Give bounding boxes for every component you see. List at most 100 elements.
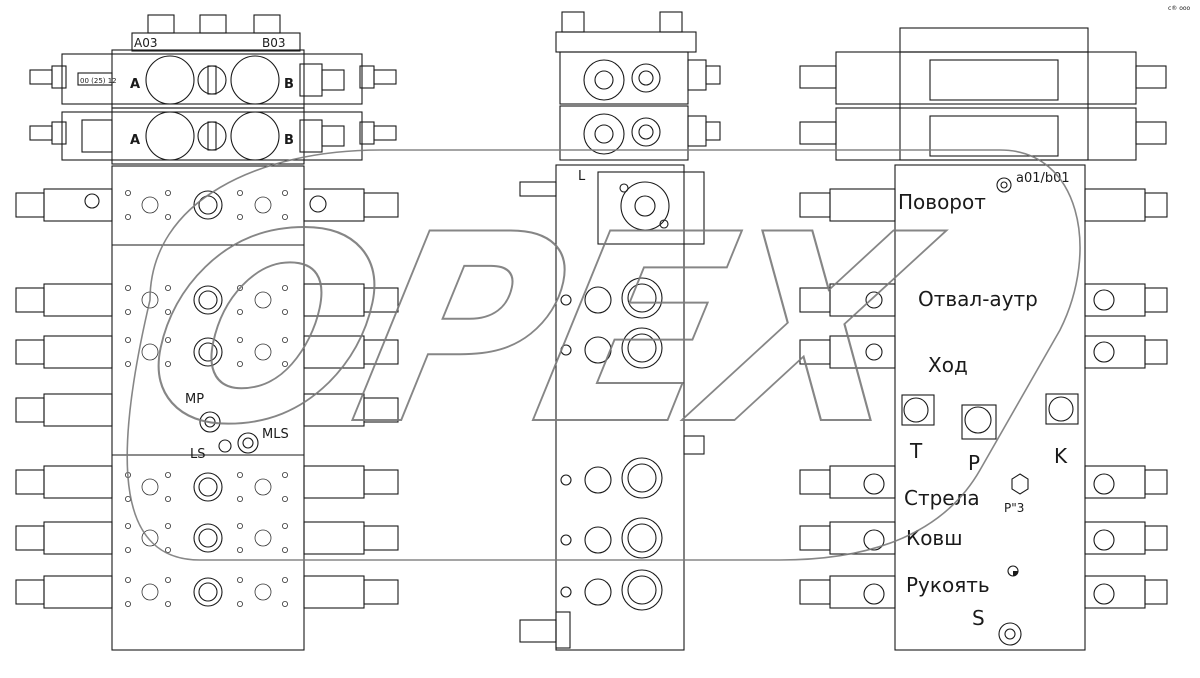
stub-right-end (363, 192, 399, 218)
bolt-hole (125, 360, 132, 367)
tag-a03: A03 (134, 36, 157, 50)
section-label: Поворот (898, 190, 986, 214)
section-label: Ход (928, 353, 968, 377)
stub-right-end (363, 469, 399, 495)
bolt-hole (164, 213, 171, 220)
side-bore-inner (627, 523, 657, 553)
bolt-hole (236, 547, 243, 554)
side-plug (560, 586, 572, 598)
bolt-hole (236, 336, 243, 343)
rear-stub-left (829, 335, 896, 369)
rear-stub-right-end (1144, 192, 1168, 218)
port-p-label: P (968, 451, 980, 475)
side-bottom-fitting (519, 619, 557, 643)
bolt-hole (281, 601, 288, 608)
bolt-hole (281, 284, 288, 291)
section-label: Ковш (906, 526, 963, 550)
bolt-hole (281, 471, 288, 478)
port-mls-fitting (237, 432, 259, 454)
bolt-hole (164, 471, 171, 478)
rear-stub-right-end (1144, 287, 1168, 313)
port-ls-fitting (218, 439, 232, 453)
bolt-hole (125, 523, 132, 530)
rear-stub-right-end (1144, 579, 1168, 605)
side-bore (621, 457, 663, 499)
side-plug (560, 294, 572, 306)
bolt-hole (236, 577, 243, 584)
stub-right-end (363, 397, 399, 423)
port-hole (141, 196, 159, 214)
side-bore (621, 277, 663, 319)
rear-stub-left-end (799, 525, 831, 551)
rear-stub-right (1084, 188, 1146, 222)
rear-stub-left (829, 575, 896, 609)
bolt-hole (281, 308, 288, 315)
bolt-hole (236, 360, 243, 367)
bore-inner (198, 290, 218, 310)
bore (193, 337, 223, 367)
bolt-hole (164, 523, 171, 530)
port-l-label: L (578, 169, 586, 184)
bolt-hole (125, 577, 132, 584)
port-mp-label: MP (185, 392, 204, 407)
rear-hex-port (863, 583, 885, 605)
stub-left (43, 188, 113, 222)
port-b-upper: B (284, 77, 294, 92)
watermark-logo: OPEX (122, 149, 1081, 561)
port-a-upper: A (130, 77, 140, 92)
bolt-hole (281, 577, 288, 584)
rear-hex-port (1093, 529, 1115, 551)
side-main-body (555, 164, 685, 651)
port-hole (141, 583, 159, 601)
side-view: L (519, 11, 721, 651)
port-hole (254, 529, 272, 547)
stub-left-end (15, 397, 45, 423)
port-ls-label: LS (190, 447, 206, 462)
bolt-hole (164, 308, 171, 315)
stub-left-end (15, 287, 45, 313)
bolt-hole (164, 360, 171, 367)
stub-left (43, 575, 113, 609)
rear-nut (865, 343, 883, 361)
port-mp-fitting (199, 411, 221, 433)
port-hole (141, 343, 159, 361)
bore (193, 472, 223, 502)
watermark-text: OPEX (123, 180, 958, 483)
side-port (584, 286, 612, 314)
rear-stub-left (829, 465, 896, 499)
plate-text: 00 (25) 12 (80, 77, 117, 85)
section-label: Отвал-аутр (918, 287, 1038, 311)
port-a-lower: A (130, 133, 140, 148)
bolt-hole (125, 308, 132, 315)
port-b-lower: B (284, 133, 294, 148)
rear-hex-port (863, 473, 885, 495)
side-bore-inner (627, 283, 657, 313)
side-sections (560, 277, 663, 611)
bolt-hole (164, 284, 171, 291)
rear-side-stubs (799, 188, 1168, 609)
side-bore (621, 569, 663, 611)
side-port (584, 336, 612, 364)
bolt-hole (236, 601, 243, 608)
port-k-label: K (1054, 444, 1068, 468)
watermark-letters: OPEX (122, 179, 959, 484)
front-side-stubs (15, 188, 399, 609)
port-t-label: T (909, 439, 923, 463)
side-plug (560, 344, 572, 356)
bolt-hole (281, 213, 288, 220)
side-bore-inner (627, 575, 657, 605)
bolt-hole (164, 547, 171, 554)
rear-stub-right-end (1144, 525, 1168, 551)
port-hole (254, 343, 272, 361)
bolt-hole (281, 547, 288, 554)
stub-left-end (15, 192, 45, 218)
side-bore (621, 517, 663, 559)
rear-main-body (894, 164, 1086, 651)
rear-hex-port (1093, 289, 1115, 311)
side-port (584, 466, 612, 494)
port-p3-hex (1011, 473, 1029, 495)
